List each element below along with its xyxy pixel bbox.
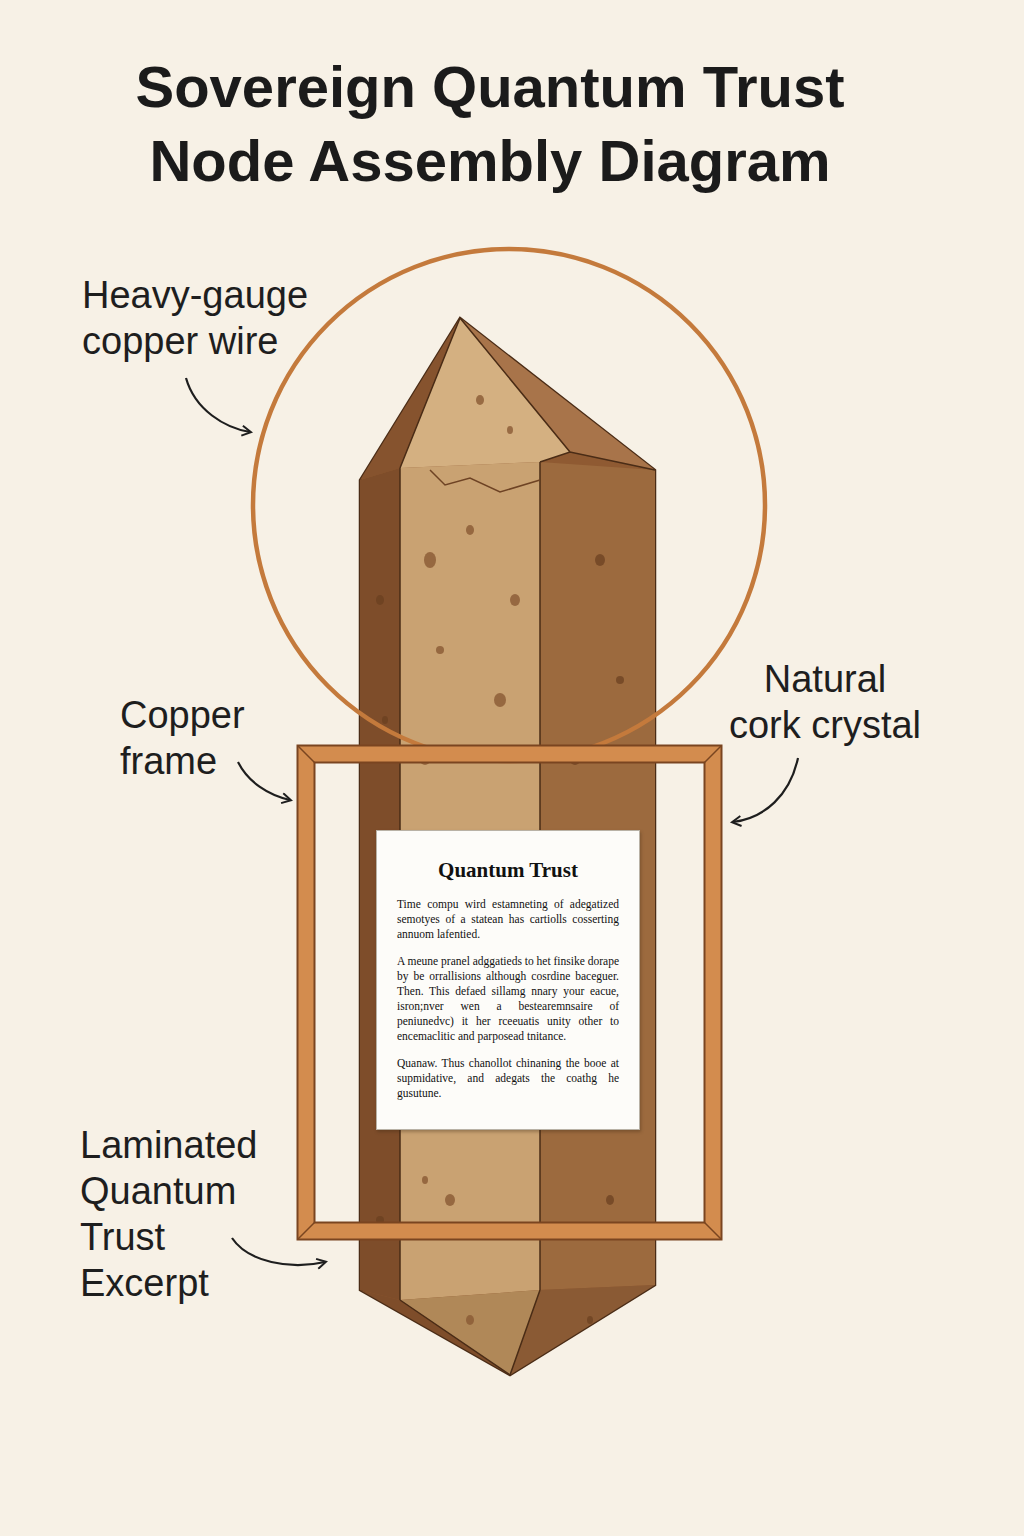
part-label: Heavy-gauge copper wire bbox=[82, 272, 382, 364]
leader-arrow bbox=[186, 378, 798, 1265]
part-label: Natural cork crystal bbox=[726, 656, 924, 748]
laminated-card: Quantum TrustTime compu wird estamneting… bbox=[376, 830, 640, 1130]
card-heading: Quantum Trust bbox=[397, 857, 619, 883]
card-paragraph: Quanaw. Thus chanollot chinaning the boo… bbox=[397, 1056, 619, 1101]
card-paragraph: Time compu wird estamneting of adegatize… bbox=[397, 897, 619, 942]
card-paragraph: A meune pranel adggatieds to het finsike… bbox=[397, 954, 619, 1044]
cork-crystal bbox=[360, 318, 655, 1375]
part-label: Copper frame bbox=[120, 692, 290, 784]
part-label: Laminated Quantum Trust Excerpt bbox=[80, 1122, 280, 1306]
diagram-title: Sovereign Quantum Trust Node Assembly Di… bbox=[110, 50, 870, 198]
copper-frame bbox=[298, 746, 722, 1240]
copper-wire bbox=[253, 249, 765, 761]
